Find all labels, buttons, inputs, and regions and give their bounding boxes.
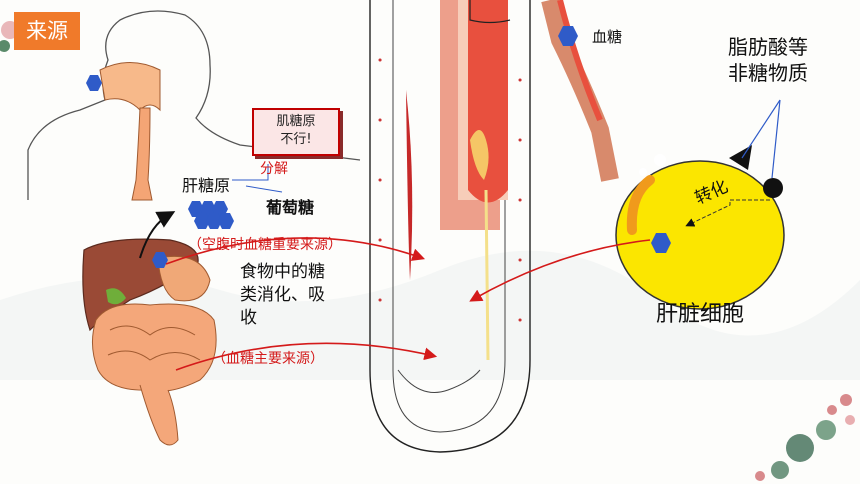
food-digestion-line1: 食物中的糖	[240, 262, 325, 282]
human-body-outline	[27, 10, 361, 200]
decompose-label: 分解	[260, 161, 288, 177]
glucose-hexagon-liver	[152, 252, 168, 268]
fasting-source-arrow	[165, 237, 426, 265]
fasting-source-label: （空腹时血糖重要来源）	[188, 237, 342, 253]
glucose-hexagon-cluster-5	[206, 213, 222, 229]
conversion-arrow	[685, 199, 770, 227]
liver-output-arrow	[139, 211, 176, 259]
pointer-line-1	[741, 99, 781, 159]
liver-cell-organelle	[626, 175, 655, 235]
main-source-label: （血糖主要来源）	[212, 351, 324, 367]
stomach	[157, 255, 211, 302]
nerve-fiber	[484, 189, 490, 361]
main-source-arrow	[175, 342, 438, 371]
liver-cell-body	[615, 160, 785, 310]
glucose-hexagon-cluster-6	[218, 213, 234, 229]
liver-glycogen-label: 肝糖原	[182, 176, 231, 195]
glycogen-note-line2: 不行!	[280, 132, 312, 147]
liver-cell-label: 肝脏细胞	[656, 302, 745, 327]
glucose-hexagon-vessel	[558, 26, 578, 46]
glucose-hexagon-cell	[651, 233, 671, 253]
gallbladder	[106, 288, 126, 305]
large-intestine	[139, 384, 179, 446]
vessel-dots	[378, 58, 522, 322]
source-tag: 来源	[14, 12, 80, 50]
fatty-acids-label: 脂肪酸等 非糖物质	[728, 34, 808, 86]
food-digestion-line2: 类消化、吸	[240, 285, 325, 305]
flower-decoration-bottom-right	[755, 394, 855, 481]
glucose-hexagon-mouth	[86, 75, 102, 91]
liver-cell-highlight-2	[639, 168, 647, 176]
decompose-connector	[232, 164, 269, 181]
blood-sugar-label: 血糖	[592, 28, 623, 46]
glycogen-note-box: 肌糖原 不行!	[252, 108, 340, 156]
liver-cell-highlight-1	[654, 154, 666, 166]
food-digestion-line3: 收	[240, 308, 257, 328]
circle-molecule-icon	[763, 178, 783, 198]
liver-cell-output-arrow	[469, 239, 651, 302]
food-digestion-text: 食物中的糖 类消化、吸 收	[240, 261, 325, 330]
small-intestine	[92, 303, 217, 392]
vessel-red-streak	[406, 90, 413, 280]
pointer-line-2	[771, 99, 781, 179]
blood-vessel-outline	[369, 0, 531, 453]
glucose-label: 葡萄糖	[266, 198, 315, 217]
fatty-acids-line2: 非糖物质	[728, 61, 808, 85]
esophagus	[131, 107, 153, 201]
glycogen-note-line1: 肌糖原	[276, 114, 316, 129]
artery-outer-wall	[541, 0, 619, 182]
glucose-hexagon-cluster-4	[194, 213, 210, 229]
fatty-acids-line1: 脂肪酸等	[728, 35, 808, 59]
oral-cavity	[99, 62, 161, 112]
